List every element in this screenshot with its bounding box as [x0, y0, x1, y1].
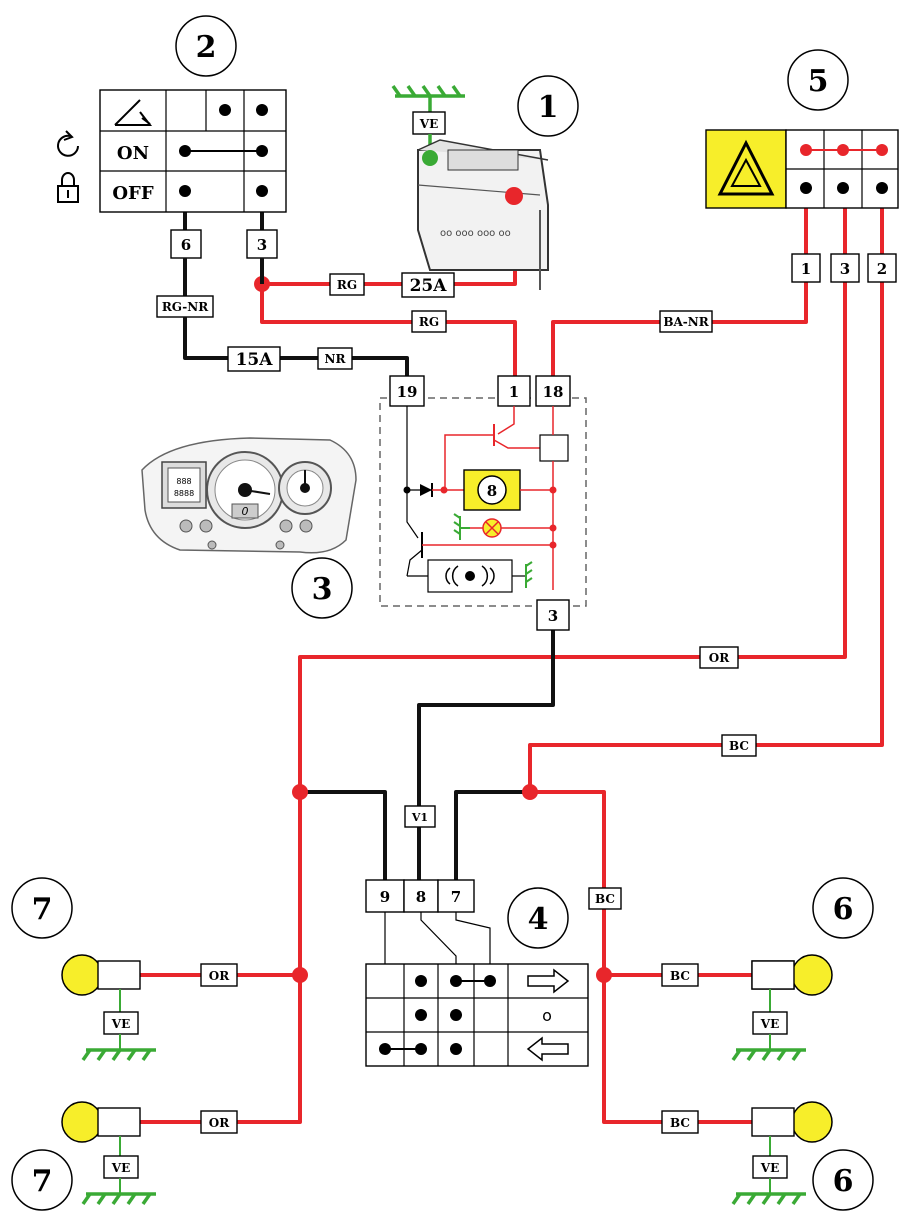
flasher-indicator-8: 8 — [487, 482, 497, 500]
svg-text:NR: NR — [325, 352, 347, 366]
component-number-6-top: 6 — [812, 877, 874, 939]
ignition-pin-3: 3 — [257, 236, 267, 254]
flasher-unit: 19 1 18 8 — [379, 375, 587, 631]
fuse-25a: 25A — [401, 272, 455, 298]
svg-text:oo ooo ooo oo: oo ooo ooo oo — [440, 228, 511, 239]
wire-label-ve-left-top: VE — [111, 1017, 130, 1031]
flasher-pin-19: 19 — [397, 383, 418, 401]
component-number-4: 4 — [507, 887, 569, 949]
svg-text:15A: 15A — [236, 350, 274, 370]
wire-label-ve-battery: VE — [419, 117, 438, 131]
svg-text:7: 7 — [32, 1164, 53, 1199]
key-rotate-icon — [57, 130, 79, 157]
buzzer-icon — [445, 565, 495, 587]
wire-label-ve-left-bottom: VE — [111, 1161, 130, 1175]
wire-label-rg-nr: RG-NR — [156, 295, 214, 318]
wire-label-ve-right-top: VE — [760, 1017, 779, 1031]
svg-text:8888: 8888 — [174, 489, 194, 498]
turn-switch-pin-7: 7 — [451, 888, 461, 906]
component-number-7-bottom: 7 — [11, 1149, 73, 1211]
ground-symbol-lamp — [453, 513, 470, 540]
turn-switch-pin-9: 9 — [380, 888, 390, 906]
left-rear-indicator-lamp: VE — [61, 1101, 156, 1206]
component-number-5: 5 — [787, 49, 849, 111]
flasher-pin-1: 1 — [509, 383, 519, 401]
ignition-pin-6: 6 — [181, 236, 191, 254]
right-rear-indicator-lamp: VE — [731, 1101, 833, 1206]
wire-label-or-main: OR — [699, 646, 739, 669]
component-number-2: 2 — [175, 15, 237, 77]
wire-label-bc-main: BC — [721, 734, 757, 757]
svg-text:2: 2 — [196, 30, 217, 65]
component-number-1: 1 — [517, 75, 579, 137]
ignition-row-off: OFF — [112, 183, 153, 204]
svg-text:V1: V1 — [411, 811, 428, 824]
junction-dots — [254, 276, 612, 983]
svg-text:RG: RG — [419, 315, 439, 329]
wire-label-ve-right-bottom: VE — [760, 1161, 779, 1175]
wire-label-rg-mid: RG — [411, 310, 447, 333]
svg-text:888: 888 — [176, 477, 191, 486]
svg-text:BC: BC — [670, 969, 690, 983]
svg-text:6: 6 — [833, 1164, 854, 1199]
wire-label-bc-right-bottom: BC — [661, 1110, 699, 1134]
svg-text:RG: RG — [337, 278, 357, 292]
component-number-6-bottom: 6 — [812, 1149, 874, 1211]
ignition-row-on: ON — [117, 143, 149, 164]
svg-text:6: 6 — [833, 892, 854, 927]
battery: VE oo ooo ooo oo — [391, 84, 549, 290]
svg-text:5: 5 — [808, 64, 829, 99]
hazard-pin-3: 3 — [840, 260, 850, 278]
turn-switch-pin-8: 8 — [416, 888, 426, 906]
hazard-warning-icon — [717, 139, 775, 196]
svg-text:3: 3 — [312, 572, 333, 607]
wire-label-bc-down: BC — [588, 887, 622, 910]
ground-symbol-left-top — [81, 1048, 156, 1062]
wire-label-nr: NR — [317, 347, 353, 370]
svg-text:OR: OR — [209, 969, 230, 983]
wire-label-or-left-bottom: OR — [200, 1110, 238, 1134]
hazard-pin-2: 2 — [877, 260, 887, 278]
instrument-cluster: 888 8888 0 — [141, 437, 357, 554]
wire-label-or-left-top: OR — [200, 963, 238, 987]
hazard-switch: 1 3 2 — [705, 129, 899, 283]
svg-text:1: 1 — [538, 90, 559, 125]
flasher-pin-3: 3 — [548, 607, 558, 625]
svg-text:RG-NR: RG-NR — [162, 300, 209, 314]
hazard-pin-1: 1 — [801, 260, 811, 278]
lock-icon — [57, 172, 79, 203]
component-number-3: 3 — [291, 557, 353, 619]
ignition-switch: ON OFF 6 3 — [57, 89, 287, 259]
ground-symbol-right-bottom — [731, 1192, 806, 1206]
center-position-symbol: o — [542, 1006, 552, 1025]
wire-label-ba-nr: BA-NR — [659, 310, 713, 333]
svg-text:BC: BC — [729, 739, 749, 753]
svg-text:BC: BC — [670, 1116, 690, 1130]
arrow-right-icon — [527, 968, 570, 994]
svg-text:BA-NR: BA-NR — [663, 315, 709, 329]
svg-text:BC: BC — [595, 892, 615, 906]
turn-signal-switch: 9 8 7 o — [365, 879, 589, 1067]
ground-symbol-right-top — [731, 1048, 806, 1062]
svg-text:4: 4 — [528, 902, 549, 937]
stand-icon — [114, 99, 153, 126]
wire-label-bc-right-top: BC — [661, 963, 699, 987]
svg-text:25A: 25A — [410, 276, 448, 296]
wire-label-rg-top: RG — [329, 273, 365, 296]
component-number-7-top: 7 — [11, 877, 73, 939]
svg-text:7: 7 — [32, 892, 53, 927]
arrow-left-icon — [526, 1036, 569, 1062]
ground-symbol-left-bottom — [81, 1192, 156, 1206]
fuse-15a: 15A — [227, 346, 281, 372]
right-front-indicator-lamp: VE — [731, 954, 833, 1062]
svg-text:OR: OR — [209, 1116, 230, 1130]
flasher-pin-18: 18 — [543, 383, 564, 401]
ground-symbol-battery — [391, 84, 465, 112]
left-front-indicator-lamp: VE — [61, 954, 156, 1062]
dashboard-display: 0 — [242, 505, 249, 518]
ground-symbol-buzzer — [525, 561, 533, 588]
svg-text:OR: OR — [709, 651, 730, 665]
wire-label-v1: V1 — [404, 805, 436, 828]
